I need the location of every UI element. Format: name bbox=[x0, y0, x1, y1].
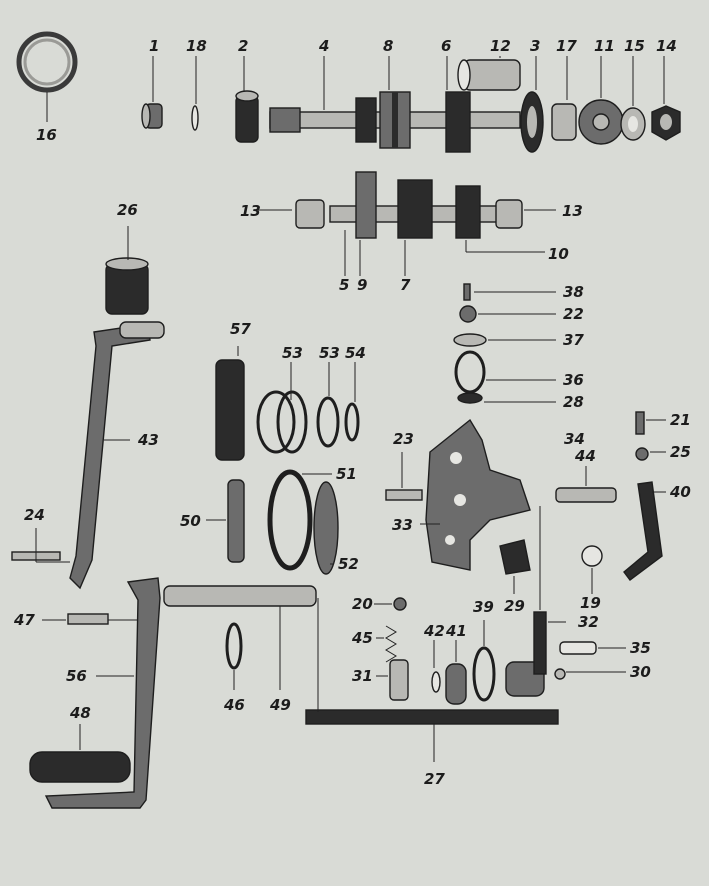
label-part-32: 32 bbox=[578, 613, 599, 631]
label-part-51: 51 bbox=[336, 465, 357, 483]
spring-group-53-54 bbox=[256, 362, 360, 454]
part-52-disc bbox=[313, 481, 339, 575]
part-50-pinion bbox=[206, 479, 245, 563]
label-part-45: 45 bbox=[351, 629, 373, 647]
label-part-20: 20 bbox=[352, 595, 373, 613]
callout-labels: 1 18 2 4 8 6 12 3 17 11 15 14 16 13 13 5… bbox=[13, 37, 691, 788]
part-29-cam bbox=[499, 539, 531, 594]
label-part-23: 23 bbox=[393, 430, 414, 448]
label-part-31: 31 bbox=[352, 667, 373, 685]
part-15-lockwasher bbox=[620, 56, 646, 141]
part-57-ratchet-gear bbox=[215, 346, 245, 461]
label-part-9: 9 bbox=[357, 276, 367, 294]
part-8-gear-cluster bbox=[355, 56, 411, 149]
part-49-kickstart-shaft bbox=[163, 585, 317, 690]
label-part-40: 40 bbox=[669, 483, 691, 501]
part-43-kick-lever bbox=[69, 321, 165, 590]
label-part-3: 3 bbox=[530, 37, 540, 55]
label-part-34: 34 bbox=[564, 430, 585, 448]
label-part-13-right: 13 bbox=[562, 202, 583, 220]
label-part-6: 6 bbox=[441, 37, 451, 55]
label-part-56: 56 bbox=[66, 667, 87, 685]
part-24-pin bbox=[11, 528, 70, 563]
label-part-25: 25 bbox=[670, 443, 691, 461]
selector-top-parts-38-22-37-36-28 bbox=[453, 283, 556, 404]
part-12-sleeve bbox=[457, 56, 521, 91]
label-part-30: 30 bbox=[630, 663, 651, 681]
part-19-roller bbox=[581, 545, 603, 594]
label-part-54: 54 bbox=[345, 344, 366, 362]
part-6-gear bbox=[445, 56, 471, 153]
part-20-ball bbox=[374, 597, 407, 611]
label-part-53-a: 53 bbox=[282, 344, 303, 362]
label-part-53-b: 53 bbox=[319, 344, 340, 362]
label-part-5: 5 bbox=[339, 276, 349, 294]
part-23-screw bbox=[385, 452, 423, 501]
label-part-17: 17 bbox=[556, 37, 577, 55]
label-part-18: 18 bbox=[186, 37, 207, 55]
part-33-selector-plate bbox=[420, 418, 531, 571]
label-part-48: 48 bbox=[69, 704, 91, 722]
part-11-sprocket bbox=[578, 56, 624, 145]
label-part-46: 46 bbox=[223, 696, 245, 714]
label-part-42: 42 bbox=[423, 622, 445, 640]
label-part-16: 16 bbox=[36, 126, 57, 144]
label-part-10: 10 bbox=[548, 245, 569, 263]
label-part-22: 22 bbox=[563, 305, 584, 323]
part-44-pivot-bolt bbox=[555, 466, 617, 503]
label-part-8: 8 bbox=[383, 37, 393, 55]
label-part-14: 14 bbox=[656, 37, 677, 55]
label-part-49: 49 bbox=[269, 696, 291, 714]
part-2-bearing bbox=[235, 56, 259, 143]
label-part-27: 27 bbox=[424, 770, 445, 788]
lower-selector-parts-45-31-42-41-39 bbox=[376, 620, 496, 705]
parts-32-35-30-selector-quadrant bbox=[505, 506, 626, 697]
label-part-44: 44 bbox=[574, 447, 596, 465]
label-part-47: 47 bbox=[13, 611, 35, 629]
label-part-43: 43 bbox=[137, 431, 159, 449]
part-14-nut bbox=[651, 56, 681, 141]
part-16-washer bbox=[16, 31, 78, 122]
part-48-footrest-rubber bbox=[29, 724, 131, 783]
label-part-15: 15 bbox=[624, 37, 645, 55]
label-part-52: 52 bbox=[338, 555, 359, 573]
label-part-57: 57 bbox=[230, 320, 251, 338]
part-27-gear-change-rod bbox=[305, 598, 559, 762]
label-part-19: 19 bbox=[580, 594, 601, 612]
part-46-circlip bbox=[225, 622, 243, 690]
part-3-bearing bbox=[520, 56, 544, 153]
label-part-26: 26 bbox=[117, 201, 138, 219]
label-part-11: 11 bbox=[594, 37, 615, 55]
label-part-28: 28 bbox=[563, 393, 584, 411]
label-part-33: 33 bbox=[392, 516, 413, 534]
layshaft-assembly bbox=[258, 171, 556, 276]
part-1-bushing bbox=[141, 56, 163, 129]
label-part-38: 38 bbox=[563, 283, 584, 301]
part-18-shim bbox=[191, 56, 199, 131]
label-part-39: 39 bbox=[473, 598, 494, 616]
label-part-36: 36 bbox=[563, 371, 584, 389]
label-part-21: 21 bbox=[670, 411, 691, 429]
part-26-rubber-grip bbox=[105, 226, 149, 315]
label-part-29: 29 bbox=[504, 597, 525, 615]
label-part-4: 4 bbox=[318, 37, 329, 55]
part-51-spring bbox=[267, 469, 332, 571]
label-part-35: 35 bbox=[630, 639, 651, 657]
label-part-12: 12 bbox=[490, 37, 511, 55]
label-part-24: 24 bbox=[24, 506, 45, 524]
label-part-41: 41 bbox=[445, 622, 467, 640]
label-part-7: 7 bbox=[400, 276, 411, 294]
label-part-37: 37 bbox=[563, 331, 584, 349]
label-part-13-left: 13 bbox=[240, 202, 261, 220]
part-17-spacer bbox=[551, 56, 577, 141]
parts-21-25-40-pawl-arm bbox=[623, 411, 666, 581]
label-part-1: 1 bbox=[149, 37, 159, 55]
part-56-crank-arm bbox=[44, 577, 161, 809]
label-part-50: 50 bbox=[180, 512, 201, 530]
label-part-2: 2 bbox=[238, 37, 248, 55]
part-47-bolt bbox=[42, 613, 142, 625]
